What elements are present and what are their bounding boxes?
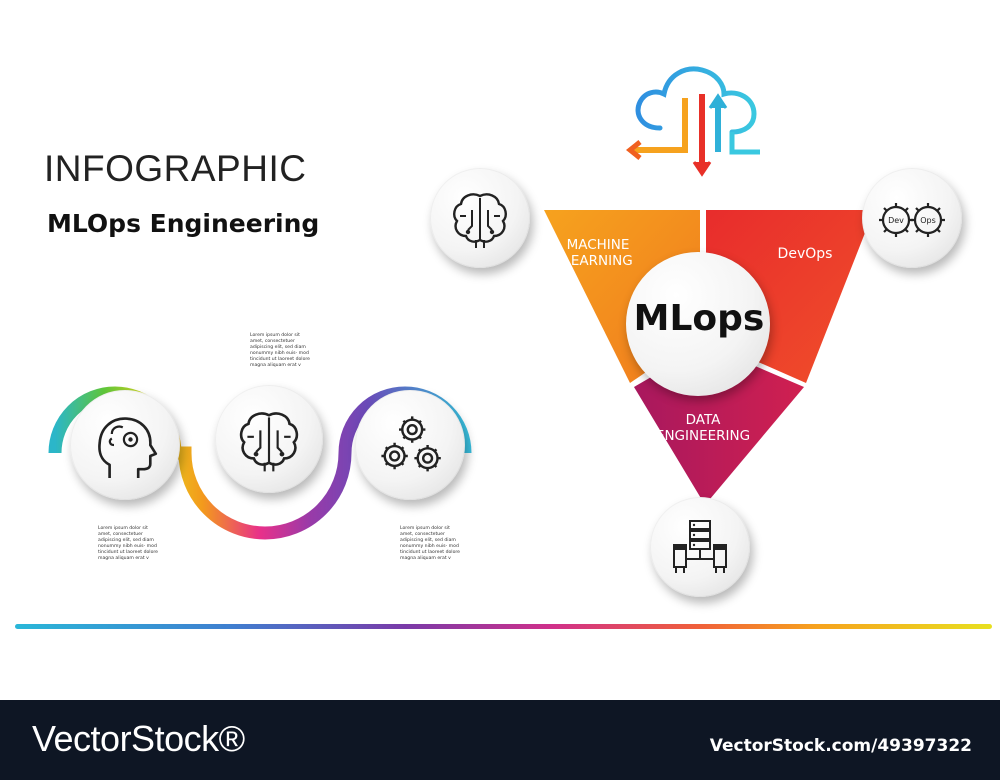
gradient-divider: [15, 624, 992, 629]
center-circle: [626, 252, 770, 396]
infographic-subtitle: MLOps Engineering: [47, 209, 320, 238]
brain-circuit-icon: [239, 412, 299, 472]
head-gear-icon: [98, 417, 158, 478]
devops-icon-ops-text: Ops: [920, 216, 936, 225]
server-icon: [673, 520, 727, 573]
data-engineering-icon-circle: [650, 497, 750, 597]
label-data-engineering: DATA ENGINEERING: [655, 412, 751, 444]
footer-brand: VectorStock®: [32, 718, 245, 759]
label-machine-learning: MACHINE LEARNING: [563, 237, 633, 269]
devops-gears-icon: Dev Ops: [879, 203, 945, 237]
timeline-step-2: [215, 385, 323, 493]
footer-bar: [0, 700, 1000, 780]
center-label: MLops: [633, 298, 765, 339]
devops-icon-dev-text: Dev: [888, 216, 904, 225]
gears-icon: [381, 416, 441, 472]
cloud-sync-icon: [625, 66, 760, 177]
label-devops: DevOps: [777, 246, 833, 262]
timeline-note-3: Lorem ipsum dolor sit amet, consectetuer…: [400, 526, 460, 561]
infographic-title: INFOGRAPHIC: [44, 148, 307, 189]
ml-icon-circle: [430, 168, 530, 268]
timeline-step-3: [355, 390, 465, 500]
timeline-step-1: [70, 390, 180, 500]
timeline-note-1: Lorem ipsum dolor sit amet, consectetuer…: [98, 526, 158, 561]
brain-circuit-icon: [453, 193, 507, 248]
footer-image-id: VectorStock.com/49397322: [709, 736, 972, 756]
timeline-note-2: Lorem ipsum dolor sit amet, consectetuer…: [250, 333, 310, 368]
devops-icon-circle: Dev Ops: [862, 168, 962, 268]
